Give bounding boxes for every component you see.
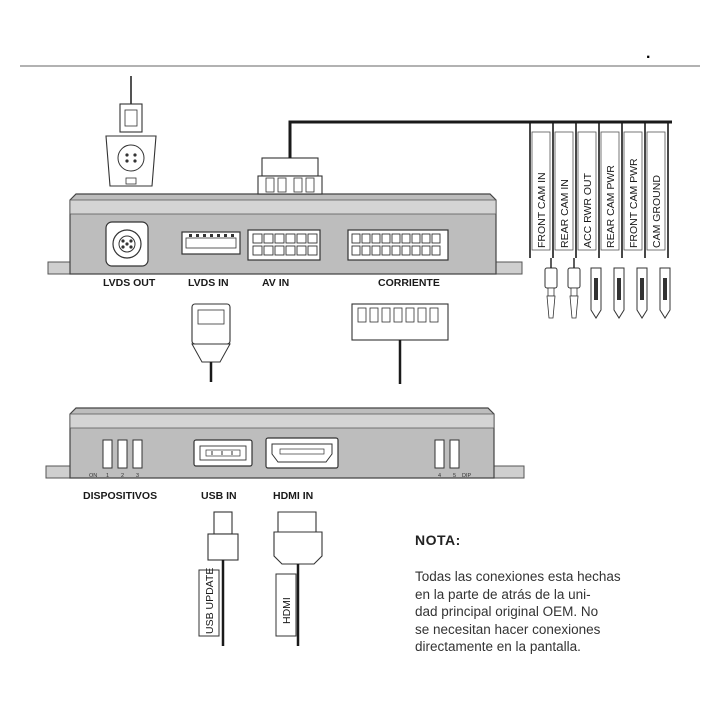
label-hdmi-in: HDMI IN bbox=[273, 490, 313, 502]
label-av-in: AV IN bbox=[262, 277, 289, 289]
wire-label-rear-cam-pwr: REAR CAM PWR bbox=[605, 165, 617, 248]
label-power: CORRIENTE bbox=[378, 277, 440, 289]
dip-label-on: ON bbox=[89, 473, 97, 479]
usb-cable: USB UPDATE bbox=[198, 511, 239, 646]
top-unit-lid bbox=[69, 199, 497, 215]
lvds-in-port bbox=[181, 231, 241, 255]
top-unit-tab-right bbox=[495, 261, 523, 275]
bottom-unit: ON 1 2 3 4 5 DIP DISPOSITIVOS bbox=[45, 407, 525, 502]
dip-label-4: 4 bbox=[438, 473, 441, 479]
lvds-out-cable bbox=[105, 76, 157, 187]
wire-label-front-cam-pwr: FRONT CAM PWR bbox=[628, 158, 640, 248]
dip-label-5: 5 bbox=[453, 473, 456, 479]
lvds-in-cable bbox=[191, 303, 231, 382]
label-usb-in: USB IN bbox=[201, 490, 237, 502]
av-in-port bbox=[247, 229, 321, 261]
hdmi-cable-tag bbox=[275, 573, 297, 637]
lvds-out-port bbox=[105, 221, 149, 267]
top-unit: LVDS OUT LVDS IN AV IN CORRIENTE bbox=[47, 193, 523, 289]
wire-label-front-cam-in: FRONT CAM IN bbox=[536, 172, 548, 248]
dip-label-dip: DIP bbox=[462, 473, 472, 479]
dip-label-2: 2 bbox=[121, 473, 124, 479]
wire-terminals bbox=[544, 258, 671, 319]
wire-label-acc-out: ACC RWR OUT bbox=[582, 172, 594, 248]
dip-switches-left: ON 1 2 3 bbox=[89, 439, 143, 479]
usb-cable-tag bbox=[198, 569, 220, 637]
label-lvds-out: LVDS OUT bbox=[103, 277, 156, 289]
usb-cable-tag-text: USB UPDATE bbox=[204, 568, 216, 634]
wire-label-rear-cam-in: REAR CAM IN bbox=[559, 179, 571, 248]
dip-label-1: 1 bbox=[106, 473, 109, 479]
bottom-unit-lid bbox=[69, 413, 495, 429]
note-title: NOTA: bbox=[415, 532, 461, 548]
dip-label-3: 3 bbox=[136, 473, 139, 479]
top-unit-tab-left bbox=[47, 261, 71, 275]
power-port bbox=[347, 229, 449, 261]
usb-port bbox=[193, 439, 253, 467]
label-lvds-in: LVDS IN bbox=[188, 277, 229, 289]
av-in-harness bbox=[257, 120, 672, 258]
harness-labels: FRONT CAM IN REAR CAM IN ACC RWR OUT REA… bbox=[531, 131, 666, 251]
label-devices: DISPOSITIVOS bbox=[83, 490, 157, 502]
dip-switches-right: 4 5 DIP bbox=[434, 439, 472, 479]
hdmi-cable-tag-text: HDMI bbox=[281, 597, 293, 624]
hdmi-cable: HDMI bbox=[273, 511, 323, 646]
bottom-unit-tab-right bbox=[493, 465, 525, 479]
wire-label-cam-ground: CAM GROUND bbox=[651, 175, 663, 248]
note-body: Todas las conexiones esta hechas en la p… bbox=[415, 569, 621, 654]
bottom-unit-tab-left bbox=[45, 465, 71, 479]
header-mark: . bbox=[646, 45, 650, 62]
power-cable bbox=[351, 303, 449, 384]
hdmi-port bbox=[265, 437, 339, 469]
